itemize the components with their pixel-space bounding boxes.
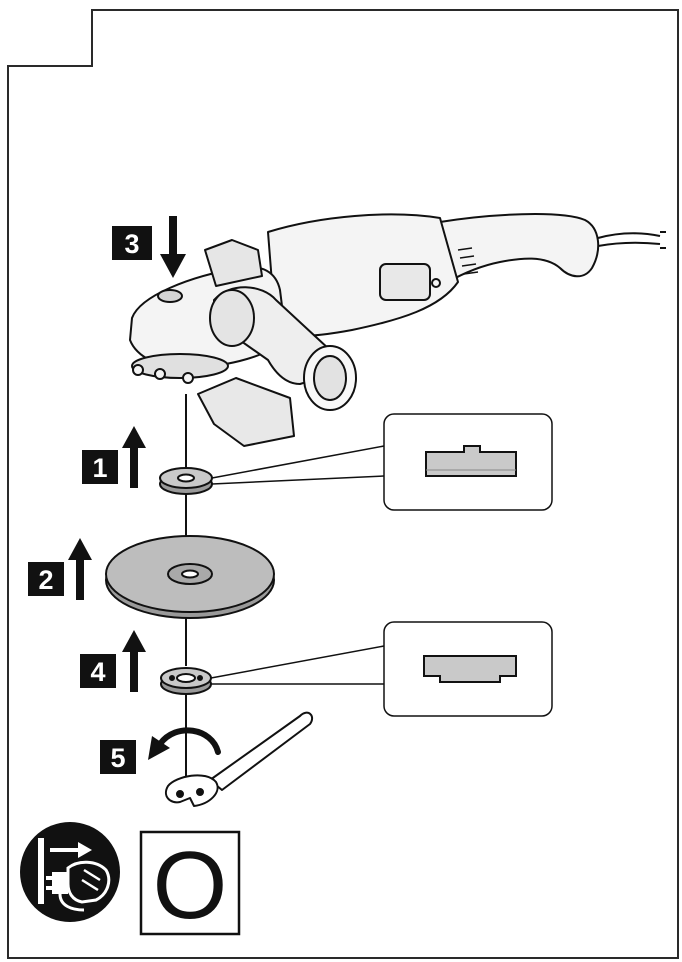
step-3-label: 3	[124, 229, 139, 259]
inner-flange	[159, 467, 213, 495]
step-3-badge	[112, 226, 152, 260]
step-1-badge	[82, 450, 118, 484]
grinding-wheel	[105, 535, 275, 619]
step-4-badge	[80, 654, 116, 688]
step-5-marker: 5	[100, 740, 136, 774]
outer-flange	[160, 667, 212, 695]
step-5-badge	[100, 740, 136, 774]
inner-flange-callout-lines	[211, 445, 385, 485]
step-2-badge	[28, 562, 64, 596]
step-1-marker: 1	[82, 426, 146, 488]
outer-flange-cross-section	[423, 655, 517, 683]
step-2-label: 2	[38, 565, 53, 595]
step-4-marker: 4	[80, 630, 146, 692]
step-4-label: 4	[90, 657, 105, 687]
pin-spanner-icon	[164, 711, 314, 807]
step-2-arrow-up	[68, 538, 92, 600]
step-4-arrow-up	[122, 630, 146, 692]
step-3-arrow-down	[160, 216, 186, 278]
step-3-marker: 3	[112, 216, 186, 278]
outer-flange-detail-callout	[383, 621, 553, 717]
outer-flange-callout-lines	[210, 645, 385, 685]
unplug-before-service-icon	[20, 822, 120, 922]
page-frame	[7, 9, 679, 959]
inner-flange-cross-section	[425, 445, 517, 477]
switch-off-label: O	[153, 832, 228, 939]
angle-grinder-icon	[129, 213, 666, 447]
step-2-marker: 2	[28, 538, 92, 600]
switch-off-symbol: O	[139, 830, 241, 939]
step-1-arrow-up	[122, 426, 146, 488]
step-1-label: 1	[92, 453, 107, 483]
inner-flange-detail-callout	[383, 413, 553, 511]
step-5-label: 5	[110, 743, 125, 773]
switch-off-box	[139, 830, 241, 936]
rotate-counterclockwise-arrow	[148, 727, 221, 760]
